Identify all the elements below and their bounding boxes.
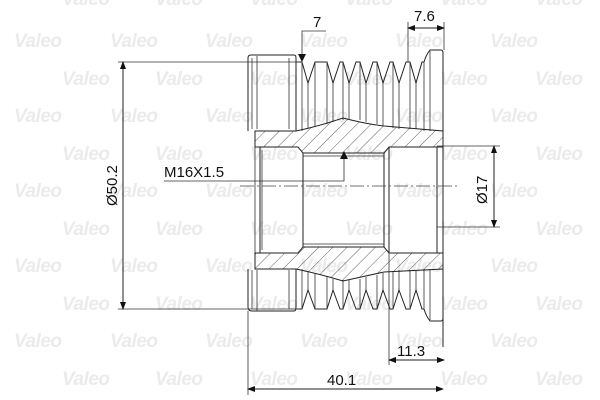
dimension-hub-length: 11.3 — [388, 253, 445, 365]
svg-text:Valeo: Valeo — [535, 144, 583, 165]
svg-text:Valeo: Valeo — [535, 69, 583, 90]
svg-text:Valeo: Valeo — [110, 256, 158, 277]
svg-text:Valeo: Valeo — [205, 256, 253, 277]
svg-text:Valeo: Valeo — [14, 256, 62, 277]
svg-text:Valeo: Valeo — [395, 106, 443, 127]
svg-text:Valeo: Valeo — [440, 369, 488, 390]
svg-text:Valeo: Valeo — [345, 294, 393, 315]
svg-text:Valeo: Valeo — [490, 181, 538, 202]
svg-text:Valeo: Valeo — [14, 331, 62, 352]
svg-text:Valeo: Valeo — [345, 219, 393, 240]
dimension-thread: M16X1.5 — [164, 151, 348, 182]
svg-text:Valeo: Valeo — [14, 106, 62, 127]
svg-text:Valeo: Valeo — [345, 369, 393, 390]
svg-text:Valeo: Valeo — [14, 31, 62, 52]
svg-text:Valeo: Valeo — [535, 294, 583, 315]
outer-diameter-label: Ø50.2 — [104, 165, 121, 206]
svg-text:Valeo: Valeo — [62, 0, 110, 10]
svg-text:Valeo: Valeo — [490, 106, 538, 127]
svg-text:Valeo: Valeo — [535, 0, 583, 10]
svg-text:Valeo: Valeo — [300, 181, 348, 202]
thread-label: M16X1.5 — [164, 164, 224, 181]
dimension-groove-pitch: 7 — [298, 14, 326, 62]
svg-text:Valeo: Valeo — [250, 0, 298, 10]
svg-text:Valeo: Valeo — [490, 256, 538, 277]
svg-text:Valeo: Valeo — [440, 144, 488, 165]
svg-text:Valeo: Valeo — [440, 294, 488, 315]
svg-text:Valeo: Valeo — [535, 369, 583, 390]
dimension-flange-width: 7.6 — [407, 8, 445, 62]
svg-text:Valeo: Valeo — [440, 69, 488, 90]
svg-text:Valeo: Valeo — [110, 106, 158, 127]
bore-diameter-label: Ø17 — [474, 176, 491, 204]
svg-text:Valeo: Valeo — [155, 294, 203, 315]
svg-text:Valeo: Valeo — [205, 106, 253, 127]
svg-text:Valeo: Valeo — [110, 31, 158, 52]
svg-text:Valeo: Valeo — [490, 331, 538, 352]
svg-text:Valeo: Valeo — [300, 331, 348, 352]
svg-text:Valeo: Valeo — [155, 369, 203, 390]
svg-text:Valeo: Valeo — [205, 31, 253, 52]
svg-text:Valeo: Valeo — [155, 144, 203, 165]
svg-text:Valeo: Valeo — [440, 219, 488, 240]
svg-text:Valeo: Valeo — [62, 369, 110, 390]
svg-text:Valeo: Valeo — [535, 219, 583, 240]
svg-text:Valeo: Valeo — [440, 0, 488, 10]
svg-text:Valeo: Valeo — [205, 181, 253, 202]
svg-text:Valeo: Valeo — [62, 144, 110, 165]
pulley-body — [240, 49, 460, 347]
hub-length-label: 11.3 — [397, 343, 425, 360]
svg-text:Valeo: Valeo — [155, 69, 203, 90]
svg-text:Valeo: Valeo — [250, 219, 298, 240]
svg-text:Valeo: Valeo — [250, 369, 298, 390]
svg-text:Valeo: Valeo — [300, 31, 348, 52]
svg-text:Valeo: Valeo — [250, 294, 298, 315]
dimension-outer-diameter: Ø50.2 — [104, 61, 300, 310]
svg-text:Valeo: Valeo — [62, 219, 110, 240]
svg-text:Valeo: Valeo — [395, 31, 443, 52]
svg-text:Valeo: Valeo — [205, 331, 253, 352]
svg-text:Valeo: Valeo — [395, 181, 443, 202]
svg-text:Valeo: Valeo — [110, 331, 158, 352]
svg-text:Valeo: Valeo — [14, 181, 62, 202]
svg-text:Valeo: Valeo — [155, 0, 203, 10]
svg-text:Valeo: Valeo — [155, 219, 203, 240]
overall-length-label: 40.1 — [327, 372, 356, 389]
dimension-overall-length: 40.1 — [247, 311, 444, 395]
flange-width-label: 7.6 — [414, 8, 435, 25]
svg-text:Valeo: Valeo — [62, 294, 110, 315]
svg-text:Valeo: Valeo — [345, 0, 393, 10]
svg-text:Valeo: Valeo — [395, 331, 443, 352]
svg-text:Valeo: Valeo — [490, 31, 538, 52]
groove-pitch-label: 7 — [313, 14, 321, 31]
dimension-bore-diameter: Ø17 — [437, 145, 500, 228]
svg-text:Valeo: Valeo — [250, 69, 298, 90]
svg-text:Valeo: Valeo — [62, 69, 110, 90]
